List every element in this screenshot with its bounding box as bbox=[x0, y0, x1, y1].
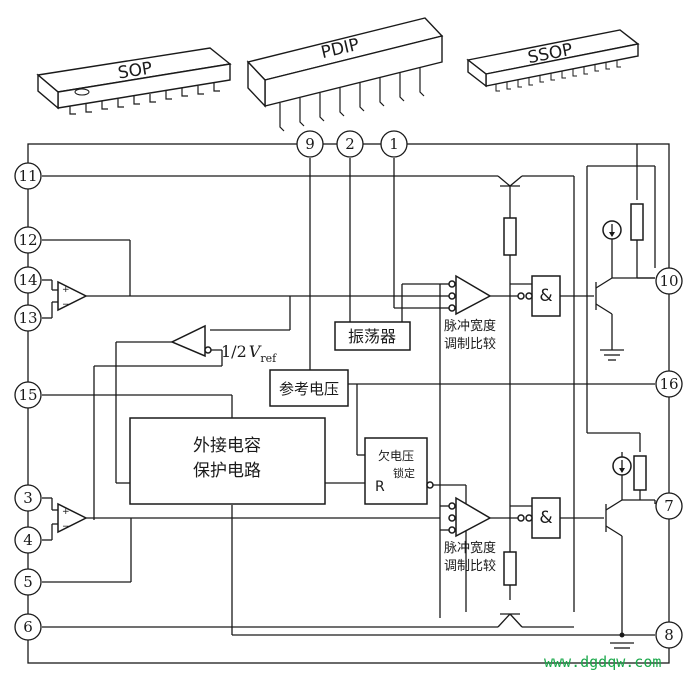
svg-text:2: 2 bbox=[345, 135, 355, 153]
protection-label-1: 外接电容 bbox=[193, 436, 261, 456]
pin-11: 11 bbox=[14, 162, 42, 190]
svg-text:−: − bbox=[62, 522, 70, 532]
uvlo-label-1: 欠电压 bbox=[378, 448, 414, 463]
svg-text:+: + bbox=[62, 507, 70, 517]
pin-15: 15 bbox=[14, 381, 42, 409]
reference-label: 参考电压 bbox=[279, 380, 339, 398]
current-source-lower bbox=[612, 456, 632, 476]
error-amp-2: + − bbox=[57, 502, 88, 534]
resistor-output-lower bbox=[633, 455, 647, 491]
svg-text:5: 5 bbox=[23, 573, 33, 591]
svg-text:9: 9 bbox=[305, 135, 315, 153]
svg-text:3: 3 bbox=[23, 489, 33, 507]
pdip-package: PDIP bbox=[246, 17, 444, 132]
pin-6: 6 bbox=[14, 613, 42, 641]
resistor-upper bbox=[503, 217, 517, 256]
and-gate-upper-label: & bbox=[539, 286, 552, 306]
pwm-lower-label-2: 调制比较 bbox=[444, 559, 496, 574]
pwm-upper-label-2: 调制比较 bbox=[444, 337, 496, 352]
resistor-output-upper bbox=[630, 203, 644, 241]
pin-8: 8 bbox=[655, 621, 683, 649]
reference-voltage-block: 参考电压 bbox=[269, 369, 349, 407]
svg-text:6: 6 bbox=[23, 618, 33, 636]
svg-text:12: 12 bbox=[18, 231, 37, 249]
pin-14: 14 bbox=[14, 266, 42, 294]
pin-13: 13 bbox=[14, 304, 42, 332]
pin-4: 4 bbox=[14, 526, 42, 554]
error-amp-1: + − bbox=[57, 280, 88, 312]
pin-12: 12 bbox=[14, 226, 42, 254]
pin-2: 2 bbox=[336, 130, 364, 158]
protection-block: 外接电容 保护电路 bbox=[129, 417, 326, 505]
resistor-lower bbox=[503, 551, 517, 586]
and-gate-lower-label: & bbox=[539, 508, 552, 528]
ssop-package: SSOP bbox=[466, 29, 640, 92]
uvlo-label-2: 锁定 bbox=[393, 466, 415, 480]
pin-10: 10 bbox=[655, 267, 683, 295]
ground-symbol-lower bbox=[610, 632, 634, 649]
pin-3: 3 bbox=[14, 484, 42, 512]
current-source-upper bbox=[602, 220, 622, 240]
pin-7: 7 bbox=[655, 492, 683, 520]
svg-text:+: + bbox=[62, 285, 70, 295]
svg-text:1: 1 bbox=[389, 135, 399, 153]
svg-text:15: 15 bbox=[18, 386, 37, 404]
sop-package: SOP bbox=[36, 47, 232, 115]
svg-text:14: 14 bbox=[18, 271, 37, 289]
pin-5: 5 bbox=[14, 568, 42, 596]
svg-text:16: 16 bbox=[659, 375, 678, 393]
uvlo-reset-label: R bbox=[375, 479, 385, 495]
ground-symbol-upper bbox=[600, 349, 624, 361]
half-vref-amp bbox=[170, 324, 212, 358]
svg-text:4: 4 bbox=[23, 531, 33, 549]
oscillator-label: 振荡器 bbox=[348, 327, 396, 346]
pwm-comparator-upper bbox=[440, 274, 492, 316]
and-gate-upper: & bbox=[517, 275, 561, 317]
pwm-lower-label-1: 脉冲宽度 bbox=[444, 540, 496, 556]
pwm-comparator-lower bbox=[440, 496, 492, 538]
pwm-upper-label-1: 脉冲宽度 bbox=[444, 318, 496, 334]
svg-text:10: 10 bbox=[659, 272, 678, 290]
protection-label-2: 保护电路 bbox=[193, 461, 261, 481]
and-gate-lower: & bbox=[517, 497, 561, 539]
oscillator-block: 振荡器 bbox=[334, 321, 411, 351]
watermark: www.dgdqw.com bbox=[544, 653, 661, 671]
svg-text:−: − bbox=[62, 300, 70, 310]
uvlo-block: 欠电压 锁定 R bbox=[364, 437, 434, 505]
svg-text:13: 13 bbox=[18, 309, 37, 327]
svg-text:7: 7 bbox=[664, 497, 674, 515]
pin-16: 16 bbox=[655, 370, 683, 398]
svg-text:11: 11 bbox=[18, 167, 37, 185]
svg-text:8: 8 bbox=[664, 626, 674, 644]
pin-9: 9 bbox=[296, 130, 324, 158]
pin-1: 1 bbox=[380, 130, 408, 158]
